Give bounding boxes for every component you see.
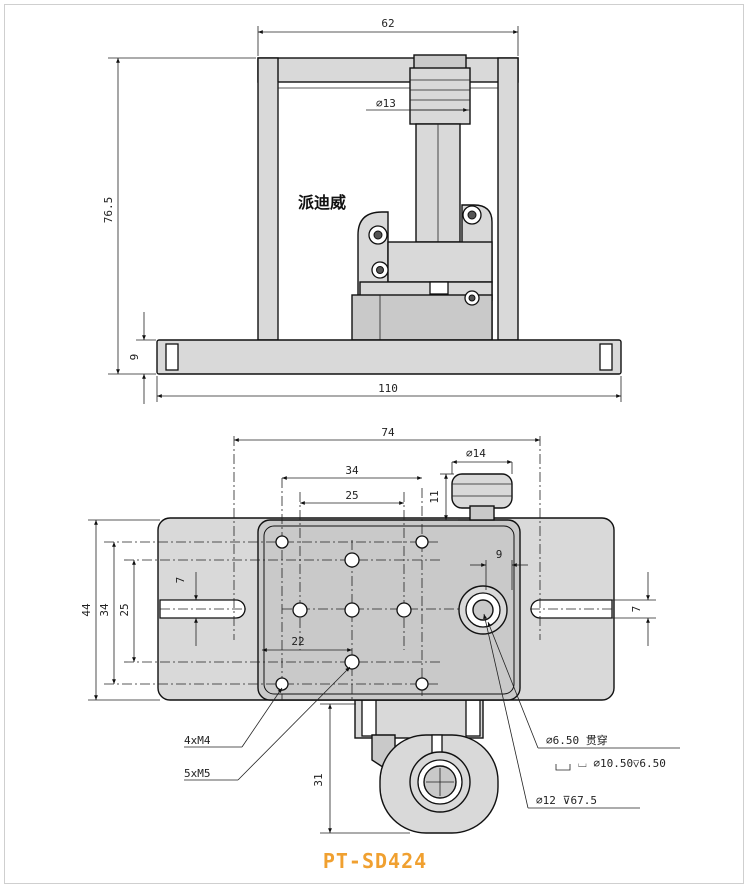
dim-offset-22: 22	[291, 635, 304, 648]
dim-extension-31: 31	[312, 773, 325, 786]
model-label: PT-SD424	[323, 849, 427, 873]
dim-knob-offset-11: 11	[428, 490, 441, 503]
label-through-hole: ⌀6.50 贯穿	[546, 733, 608, 747]
dim-base-width-110: 110	[378, 382, 398, 395]
dim-hole-pitch-25: 25	[345, 489, 358, 502]
dim-height-76-5: 76.5	[102, 197, 115, 224]
dim-offset-9: 9	[496, 548, 503, 561]
dim-height-34: 34	[98, 603, 111, 617]
dim-height-44: 44	[80, 603, 93, 617]
dim-height-25: 25	[118, 603, 131, 616]
dim-slot-7-left: 7	[174, 577, 187, 584]
drawing-frame	[4, 4, 744, 884]
top-view: 74 34 25 ⌀14 11 9 44 34 25	[80, 426, 680, 834]
label-bore: ⌀12 ⊽67.5	[536, 794, 597, 807]
label-counterbore: ⌴ ⌀10.50⊽6.50	[578, 757, 666, 770]
front-view: 62 76.5 9 110 ⌀13 派迪威	[102, 17, 622, 404]
dim-hole-pitch-34: 34	[345, 464, 359, 477]
dim-width-62: 62	[381, 17, 394, 30]
dim-knob-dia: ⌀14	[466, 447, 486, 460]
dim-base-height-9: 9	[128, 354, 141, 361]
dim-slot-7-right: 7	[630, 606, 643, 613]
label-thread-m4: 4xM4	[184, 734, 211, 747]
label-thread-m5: 5xM5	[184, 767, 211, 780]
dim-overall-width-74: 74	[381, 426, 395, 439]
brand-label: 派迪威	[298, 193, 346, 212]
dim-micrometer-dia: ⌀13	[376, 97, 396, 110]
